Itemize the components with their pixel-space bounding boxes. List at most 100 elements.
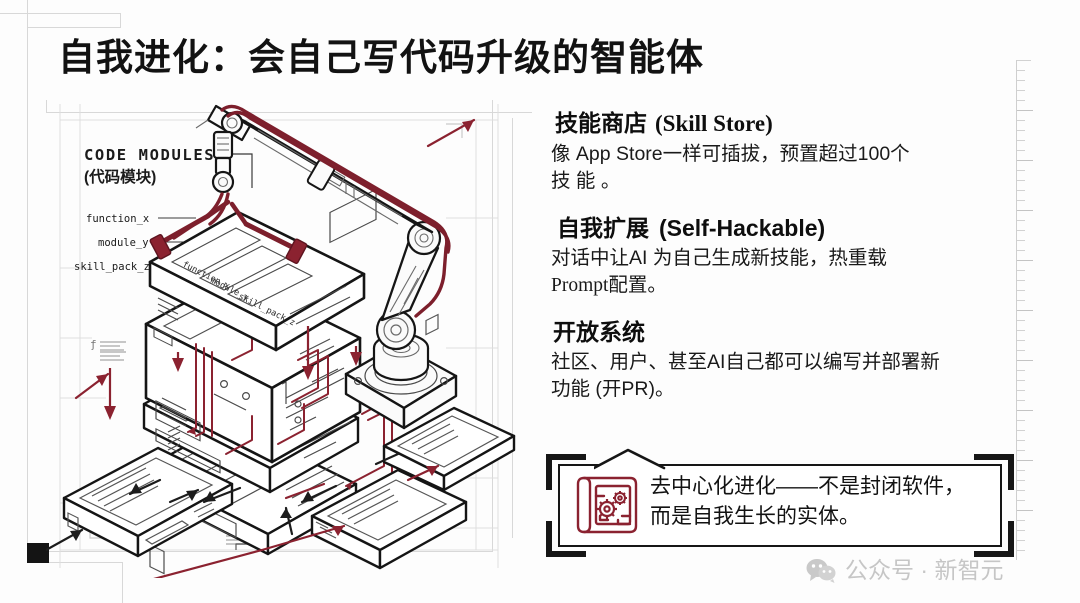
section-body: 对话中让AI 为自己生成新技能，热重载 Prompt配置。 (551, 245, 1021, 299)
ruler-tick-major (1017, 360, 1033, 361)
feature-section-open-system: 开放系统 社区、用户、甚至AI自己都可以编写并部署新 功能 (开PR)。 (551, 317, 1021, 403)
section-body-line: 社区、用户、甚至AI自己都可以编写并部署新 (551, 351, 940, 373)
ruler-tick (1017, 540, 1025, 541)
callout-text: 去中心化进化——不是封闭软件， 而是自我生长的实体。 (650, 472, 990, 532)
ruler-tick (1017, 330, 1025, 331)
right-edge-ruler (1016, 60, 1042, 560)
ruler-tick (1017, 270, 1025, 271)
frame-line-illus-right-v (492, 100, 493, 552)
section-body-line: 功能 (开PR)。 (551, 378, 675, 400)
ruler-tick (1017, 400, 1025, 401)
ruler-tick-major (1017, 460, 1033, 461)
ruler-tick (1017, 390, 1025, 391)
frame-line-top-inner-h (27, 27, 121, 28)
ruler-tick (1017, 520, 1025, 521)
illustration-code-modules: CODE MODULES (代码模块) function_x module_y … (46, 98, 526, 578)
ruler-tick (1017, 190, 1025, 191)
blueprint-gears-icon (576, 476, 638, 534)
svg-text:function_x: function_x (86, 213, 149, 225)
ruler-tick (1017, 420, 1025, 421)
callout-text-line: 而是自我生长的实体。 (650, 505, 860, 528)
section-heading-zh: 技能商店 (555, 110, 647, 136)
ruler-tick (1017, 470, 1025, 471)
section-body: 像 App Store一样可插拔，预置超过100个 技 能 。 (551, 141, 1021, 195)
svg-text:(代码模块): (代码模块) (84, 167, 156, 186)
frame-line-bottom-v (122, 562, 123, 603)
callout-corner-top-left (546, 454, 586, 490)
ruler-tick (1017, 150, 1025, 151)
ruler-tick (1017, 380, 1025, 381)
ruler-tick (1017, 220, 1025, 221)
ruler-tick-major (1017, 510, 1033, 511)
section-body: 社区、用户、甚至AI自己都可以编写并部署新 功能 (开PR)。 (551, 349, 1021, 403)
ruler-tick (1017, 480, 1025, 481)
ruler-tick (1017, 320, 1025, 321)
svg-text:module_y: module_y (98, 237, 149, 249)
ruler-tick-major (1017, 160, 1033, 161)
ruler-tick (1017, 250, 1025, 251)
ruler-tick-major (1017, 110, 1033, 111)
ruler-tick (1017, 300, 1025, 301)
callout-box: 去中心化进化——不是封闭软件， 而是自我生长的实体。 (546, 448, 1014, 557)
ruler-tick (1017, 370, 1025, 371)
ruler-tick (1017, 170, 1025, 171)
callout-corner-bottom-right (974, 521, 1014, 557)
ruler-tick (1017, 430, 1025, 431)
ruler-tick-major (1017, 310, 1033, 311)
ruler-tick (1017, 550, 1025, 551)
section-heading-en: (Self-Hackable) (659, 215, 826, 241)
callout-corner-bottom-left (546, 521, 586, 557)
ruler-tick (1017, 60, 1031, 61)
feature-section-self-hackable: 自我扩展 (Self-Hackable) 对话中让AI 为自己生成新技能，热重载 … (551, 213, 1021, 299)
ruler-spine (1016, 60, 1017, 560)
frame-line-upper-band-2 (46, 100, 47, 112)
svg-text:skill_pack_z: skill_pack_z (74, 261, 150, 273)
bottom-left-marker (27, 543, 49, 563)
watermark: 公众号 · 新智元 (806, 556, 1003, 584)
ruler-tick (1017, 200, 1025, 201)
frame-line-illus-right-v2 (512, 118, 513, 538)
frame-line-top-left-h (0, 13, 120, 14)
section-heading: 技能商店 (Skill Store) (555, 108, 1021, 139)
watermark-text: 公众号 · 新智元 (845, 557, 1004, 583)
ruler-tick (1017, 180, 1025, 181)
frame-line-top-inner-v (120, 13, 121, 27)
ruler-tick (1017, 80, 1025, 81)
ruler-tick (1017, 70, 1025, 71)
section-heading-zh: 开放系统 (553, 319, 645, 345)
frame-line-upper-band (46, 112, 532, 113)
ruler-tick (1017, 290, 1025, 291)
section-body-line: 对话中让AI 为自己生成新技能，热重载 (551, 247, 887, 269)
section-heading: 开放系统 (553, 317, 1021, 347)
callout-text-line: 去中心化进化——不是封闭软件， (650, 475, 965, 498)
ruler-tick (1017, 240, 1025, 241)
svg-text:ƒ: ƒ (90, 338, 97, 351)
section-heading-zh: 自我扩展 (557, 215, 649, 241)
ruler-tick (1017, 230, 1025, 231)
wechat-icon (806, 558, 836, 583)
ruler-tick (1017, 350, 1025, 351)
ruler-tick (1017, 490, 1025, 491)
ruler-tick (1017, 120, 1025, 121)
section-body-line: 技 能 。 (551, 170, 621, 192)
ruler-tick (1017, 440, 1025, 441)
page-title: 自我进化：会自己写代码升级的智能体 (58, 37, 704, 78)
section-heading: 自我扩展 (Self-Hackable) (557, 213, 1021, 243)
feature-list: 技能商店 (Skill Store) 像 App Store一样可插拔，预置超过1… (551, 108, 1021, 415)
svg-text:CODE MODULES: CODE MODULES (84, 146, 215, 164)
section-heading-en: (Skill Store) (655, 111, 773, 136)
frame-line-top-left-v (27, 0, 28, 96)
ruler-tick (1017, 140, 1025, 141)
callout-corner-top-right (974, 454, 1014, 490)
ruler-tick (1017, 340, 1025, 341)
ruler-tick (1017, 530, 1025, 531)
callout-notch (594, 448, 666, 470)
ruler-tick (1017, 100, 1025, 101)
ruler-tick (1017, 130, 1025, 131)
section-body-line: 像 App Store一样可插拔，预置超过100个 (551, 143, 910, 165)
ruler-tick (1017, 500, 1025, 501)
ruler-tick-major (1017, 410, 1033, 411)
frame-line-left-v (27, 96, 28, 551)
ruler-tick (1017, 450, 1025, 451)
